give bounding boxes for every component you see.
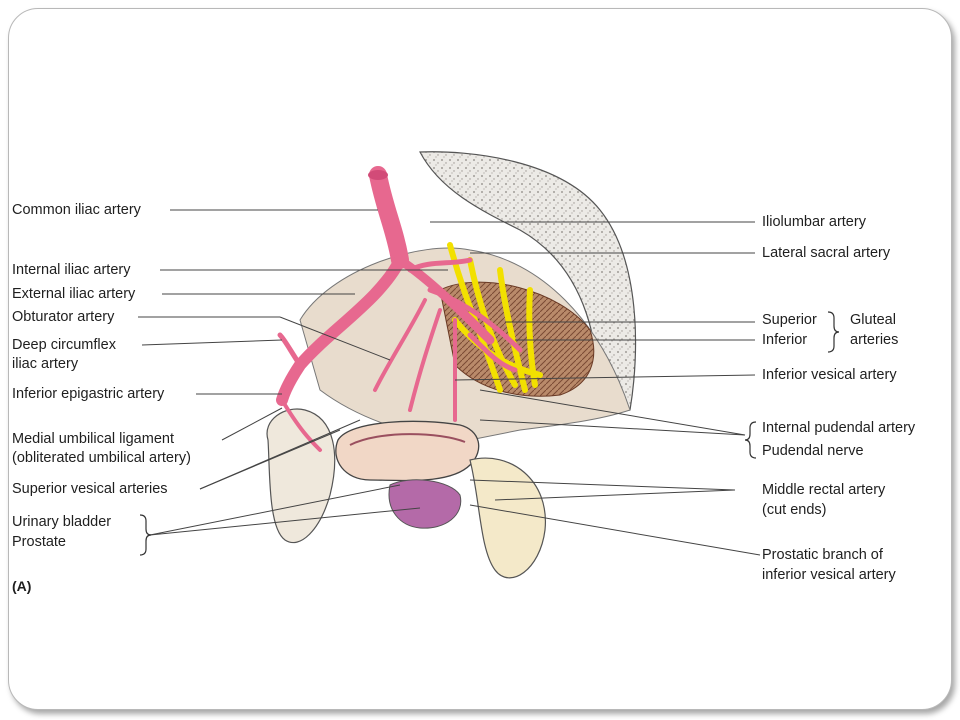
iliac-arteries — [276, 166, 523, 452]
label-inferior-vesical-artery: Inferior vesical artery — [762, 367, 897, 383]
label-middle-rectal-line2: (cut ends) — [762, 502, 827, 518]
label-superior-vesical-arteries: Superior vesical arteries — [12, 481, 168, 497]
label-urinary-bladder: Urinary bladder — [12, 514, 112, 530]
rectum — [469, 457, 546, 579]
label-gluteal-line1: Gluteal — [850, 312, 896, 328]
label-external-iliac-artery: External iliac artery — [12, 286, 136, 302]
label-iliolumbar-artery: Iliolumbar artery — [762, 214, 866, 230]
pubic-bone — [266, 408, 336, 544]
label-pudendal-nerve: Pudendal nerve — [762, 443, 864, 459]
label-deep-circumflex-line2: iliac artery — [12, 356, 79, 372]
label-inferior: Inferior — [762, 332, 808, 348]
label-prostatic-branch-line1: Prostatic branch of — [762, 547, 883, 563]
label-medial-umbilical-line1: Medial umbilical ligament — [12, 431, 174, 447]
label-internal-iliac-artery: Internal iliac artery — [12, 262, 131, 278]
label-superior: Superior — [762, 312, 817, 328]
label-lateral-sacral-artery: Lateral sacral artery — [762, 245, 891, 261]
label-prostatic-branch-line2: inferior vesical artery — [762, 567, 896, 583]
label-obturator-artery: Obturator artery — [12, 309, 115, 325]
panel-label: (A) — [12, 578, 32, 594]
pelvis-illustration — [138, 151, 840, 579]
leader-lines — [138, 209, 761, 556]
label-medial-umbilical-line2: (obliterated umbilical artery) — [12, 450, 191, 466]
label-internal-pudendal-artery: Internal pudendal artery — [762, 420, 916, 436]
label-deep-circumflex-line1: Deep circumflex — [12, 337, 116, 353]
anatomy-figure: Common iliac artery Internal iliac arter… — [0, 150, 960, 600]
label-inferior-epigastric-artery: Inferior epigastric artery — [12, 386, 165, 402]
label-common-iliac-artery: Common iliac artery — [12, 202, 141, 218]
label-prostate: Prostate — [12, 534, 66, 550]
prostate — [388, 479, 462, 529]
urinary-bladder — [335, 420, 480, 482]
label-middle-rectal-line1: Middle rectal artery — [762, 482, 886, 498]
label-gluteal-line2: arteries — [850, 332, 899, 348]
label-braces — [139, 311, 840, 556]
